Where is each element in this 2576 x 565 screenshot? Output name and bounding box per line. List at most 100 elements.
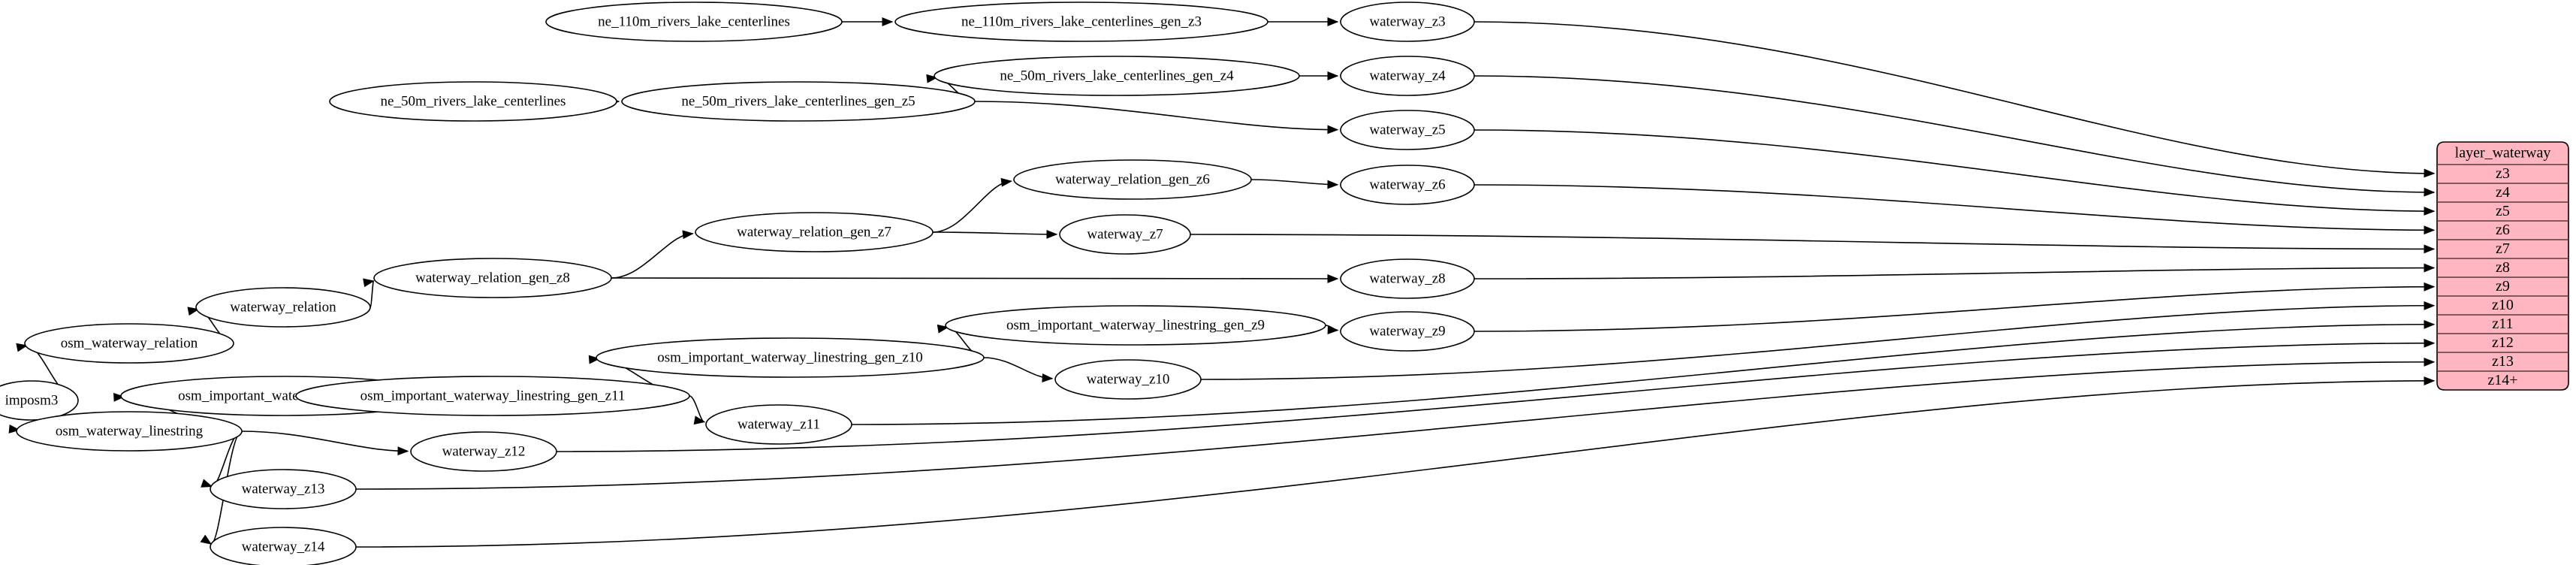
edge-osm_important_waterway_linestring_gen_z11-to-waterway_z11 [689,395,706,425]
node-shape [1054,359,1202,400]
node-label: waterway_z9 [1369,323,1445,339]
node-waterway_relation_gen_z7[interactable]: waterway_relation_gen_z7 [695,212,934,252]
record-row-z11[interactable]: z11 [2492,316,2513,332]
node-waterway_z4[interactable]: waterway_z4 [1340,56,1475,96]
edges-layer [8,17,2436,548]
node-shape [1340,56,1475,96]
node-waterway_z3[interactable]: waterway_z3 [1340,2,1475,42]
node-shape [0,380,79,421]
node-ne_110m_rivers_lake_centerlines[interactable]: ne_110m_rivers_lake_centerlines [545,2,843,42]
record-row-z3[interactable]: z3 [2496,165,2510,182]
edge-arrowhead [201,479,213,488]
record-row-z8[interactable]: z8 [2496,259,2510,276]
node-waterway_z6[interactable]: waterway_z6 [1340,165,1475,205]
record-row-z14+[interactable]: z14+ [2487,372,2517,388]
node-waterway_z14[interactable]: waterway_z14 [210,527,357,565]
edge-waterway_z8-to-layer_waterway.z8 [1474,263,2436,279]
edge-arrowhead [1327,71,1339,80]
node-label: waterway_z7 [1087,226,1163,242]
edge-line [1474,267,2435,279]
node-label: ne_50m_rivers_lake_centerlines_gen_z4 [1000,68,1234,83]
node-ne_50m_rivers_lake_centerlines[interactable]: ne_50m_rivers_lake_centerlines [329,81,617,122]
node-ne_50m_rivers_lake_centerlines_gen_z4[interactable]: ne_50m_rivers_lake_centerlines_gen_z4 [934,56,1300,96]
record-row-z4[interactable]: z4 [2496,184,2510,201]
node-osm_waterway_linestring[interactable]: osm_waterway_linestring [16,411,243,452]
node-osm_waterway_relation[interactable]: osm_waterway_relation [24,323,234,364]
record-node-layer: layer_waterway z3 z4 z5 z6 z7 z8 z9 z10 z11 z12 z13… [2436,141,2569,391]
edge-arrowhead [2424,376,2436,385]
edge-waterway_relation_gen_z8-to-waterway_relation_gen_z7 [611,230,694,279]
edge-arrowhead [693,415,706,425]
node-label: ne_50m_rivers_lake_centerlines [381,93,566,109]
edge-line [932,180,1012,233]
node-osm_important_waterway_linestring_gen_z10[interactable]: osm_important_waterway_linestring_gen_z1… [596,337,985,378]
edge-arrowhead [1327,274,1339,283]
edge-waterway_z11-to-layer_waterway.z11 [851,319,2436,425]
nodes-layer: imposm3 osm_waterway_relation osm_waterway… [0,2,1475,565]
node-shape [596,337,985,378]
edge-arrowhead [1327,180,1339,189]
edge-osm_waterway_linestring-to-waterway_z12 [241,431,409,456]
node-ne_110m_rivers_lake_centerlines_gen_z3[interactable]: ne_110m_rivers_lake_centerlines_gen_z3 [894,2,1268,42]
edge-arrowhead [1000,177,1012,187]
record-row-z10[interactable]: z10 [2492,297,2514,313]
edge-waterway_relation_gen_z8-to-waterway_z8 [611,274,1339,283]
node-waterway_z9[interactable]: waterway_z9 [1340,311,1475,352]
node-waterway_relation[interactable]: waterway_relation [195,287,371,328]
record-row-z6[interactable]: z6 [2496,222,2510,238]
node-waterway_z13[interactable]: waterway_z13 [210,469,357,509]
node-waterway_z12[interactable]: waterway_z12 [410,431,557,472]
record-row-z9[interactable]: z9 [2496,278,2510,295]
node-label: waterway_z12 [442,443,526,459]
record-row-z12[interactable]: z12 [2492,334,2514,351]
node-shape [705,404,852,445]
node-imposm3[interactable]: imposm3 [0,380,79,421]
node-label: waterway_z13 [242,481,325,497]
node-shape [1340,258,1475,299]
edge-arrowhead [200,534,213,545]
node-shape [1340,311,1475,352]
node-waterway_z11[interactable]: waterway_z11 [705,404,852,445]
node-shape [210,469,357,509]
edge-line [1474,286,2435,332]
edge-arrowhead [882,17,894,26]
edge-arrowhead [1042,373,1054,382]
node-waterway_relation_gen_z6[interactable]: waterway_relation_gen_z6 [1013,159,1252,200]
node-osm_important_waterway_linestring_gen_z9[interactable]: osm_important_waterway_linestring_gen_z9 [945,305,1326,346]
record-node-layer-waterway[interactable]: layer_waterway z3 z4 z5 z6 z7 z8 z9 z10 z11 z12 z13… [2436,141,2569,391]
node-label: ne_50m_rivers_lake_centerlines_gen_z5 [681,93,915,109]
node-shape [545,2,843,42]
record-row-z5[interactable]: z5 [2496,203,2510,219]
edge-ne_50m_rivers_lake_centerlines_gen_z5-to-waterway_z5 [974,101,1339,134]
edge-ne_110m_rivers_lake_centerlines_gen_z3-to-waterway_z3 [1268,17,1339,26]
node-waterway_z8[interactable]: waterway_z8 [1340,258,1475,299]
node-label: waterway_z3 [1369,14,1445,29]
node-osm_important_waterway_linestring_gen_z11[interactable]: osm_important_waterway_linestring_gen_z1… [295,376,690,416]
record-header-label: layer_waterway [2455,145,2551,162]
edge-line [851,323,2435,425]
edge-waterway_z10-to-layer_waterway.z10 [1200,301,2436,380]
node-waterway_z10[interactable]: waterway_z10 [1054,359,1202,400]
node-waterway_z5[interactable]: waterway_z5 [1340,110,1475,150]
node-waterway_z7[interactable]: waterway_z7 [1059,214,1191,255]
edge-arrowhead [1046,229,1058,239]
edge-ne_50m_rivers_lake_centerlines_gen_z4-to-waterway_z4 [1299,71,1339,80]
edge-waterway_z6-to-layer_waterway.z6 [1474,184,2436,235]
edge-line [556,342,2435,452]
edge-line [1200,304,2435,380]
record-row-z13[interactable]: z13 [2492,353,2514,370]
edge-waterway_relation_gen_z6-to-waterway_z6 [1250,179,1339,189]
node-label: waterway_z10 [1087,371,1170,387]
edge-waterway_relation-to-waterway_relation_gen_z8 [363,278,375,308]
node-ne_50m_rivers_lake_centerlines_gen_z5[interactable]: ne_50m_rivers_lake_centerlines_gen_z5 [621,81,976,122]
node-label: waterway_relation [230,299,336,315]
edge-waterway_relation_gen_z7-to-waterway_relation_gen_z6 [932,177,1012,233]
edge-arrowhead [2424,168,2436,178]
edge-arrowhead [2424,282,2436,292]
edge-arrowhead [2424,244,2436,254]
node-waterway_relation_gen_z8[interactable]: waterway_relation_gen_z8 [373,258,612,298]
edge-arrowhead [1327,325,1339,334]
record-row-z7[interactable]: z7 [2496,240,2510,257]
node-label: osm_important_waterway_linestring_gen_z1… [657,349,923,365]
